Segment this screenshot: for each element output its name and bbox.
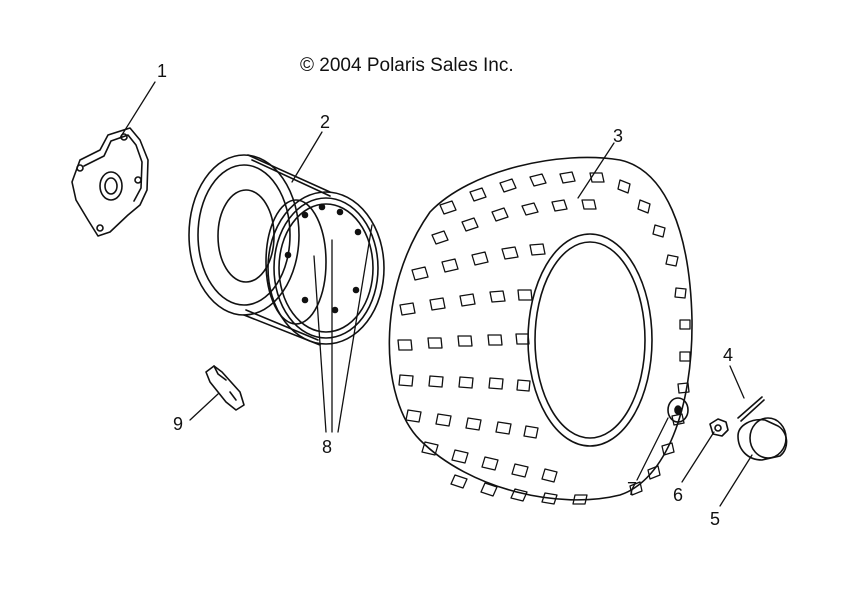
callout-3: 3 xyxy=(613,126,624,146)
callout-9: 9 xyxy=(173,414,184,434)
wheel-rim-part xyxy=(188,154,385,346)
tire-part xyxy=(388,156,693,505)
callout-8: 8 xyxy=(322,437,333,457)
callout-7: 7 xyxy=(627,479,638,499)
callout-2: 2 xyxy=(320,112,331,132)
valve-stem-part xyxy=(205,365,245,411)
callout-6: 6 xyxy=(673,485,684,505)
callout-4: 4 xyxy=(723,345,734,365)
callout-1: 1 xyxy=(157,61,168,81)
cotter-pin-part xyxy=(737,396,765,422)
washer-part xyxy=(667,397,689,423)
copyright-notice: © 2004 Polaris Sales Inc. xyxy=(300,55,514,76)
hub-cap-part xyxy=(737,417,788,461)
hub-plate-part xyxy=(71,127,149,237)
leader-lines xyxy=(119,81,753,507)
callout-5: 5 xyxy=(710,509,721,529)
